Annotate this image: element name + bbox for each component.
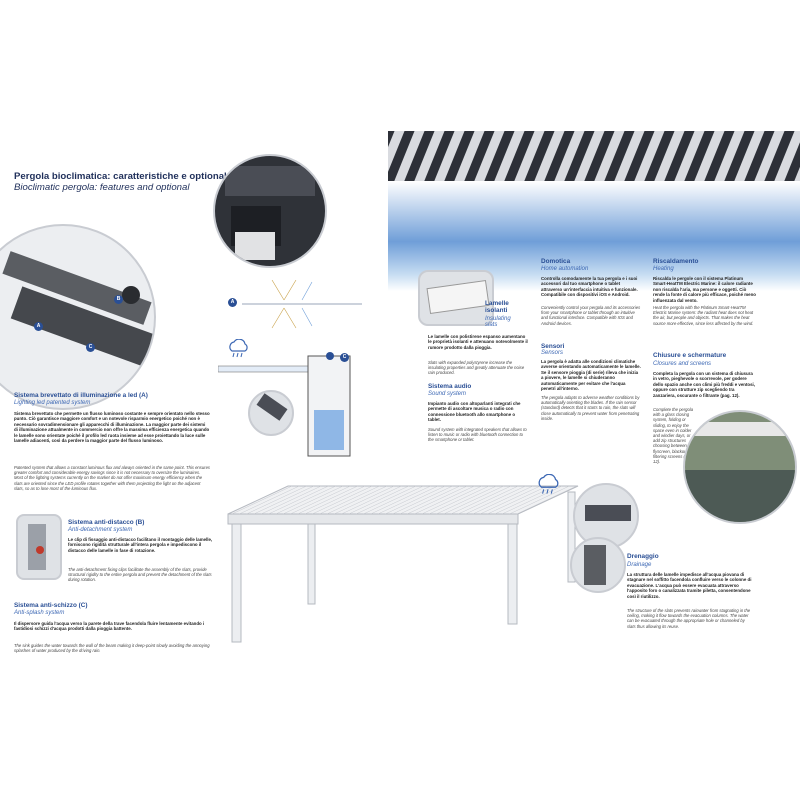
sensors-subtitle: Sensors: [541, 350, 564, 356]
pergola-slat-line: [231, 485, 293, 515]
page-title: Pergola bioclimatica: caratteristiche e …: [14, 171, 227, 182]
pergola-slat-line: [312, 485, 373, 515]
closures-text-en: Complete the pergola with a glass closin…: [653, 407, 695, 465]
pergola-slat-line: [377, 485, 439, 515]
pergola-slat-line: [480, 485, 541, 515]
domotics-text-it: Controlla comodamente la tua pergola e i…: [541, 276, 638, 298]
rain-cloud-icon-right: [538, 474, 559, 494]
audio-text-it: Impianto audio con altoparlanti integrat…: [428, 401, 521, 423]
anti-splash-text-en: The sink guides the water towards the wa…: [14, 643, 210, 654]
pergola-slat-line: [355, 485, 417, 515]
pergola-slat-line: [392, 485, 453, 515]
pergola-slat-line: [487, 485, 548, 515]
drainage-text-it: La struttura delle lamelle impedisce all…: [627, 572, 752, 599]
sensors-title: Sensori: [541, 343, 565, 350]
pergola-slat-line: [275, 485, 336, 515]
pergola-slat-line: [509, 485, 570, 515]
pergola-slat-line: [319, 485, 380, 515]
pergola-slat-line: [436, 485, 497, 515]
pergola-slat-line: [465, 485, 526, 515]
pergola-slat-line: [450, 485, 512, 515]
sensors-text-en: The pergola adapts to adverse weather co…: [541, 395, 640, 421]
light-distribution-diagram: [242, 280, 362, 329]
pergola-slat-line: [443, 485, 504, 515]
pergola-slat-line: [472, 485, 534, 515]
pergola-slat-line: [428, 485, 490, 515]
domotics-title: Domotica: [541, 258, 571, 265]
pergola-slat-line: [282, 485, 344, 515]
pergola-slat-line: [414, 485, 475, 515]
pergola-slat-line: [458, 485, 519, 515]
audio-title: Sistema audio: [428, 383, 472, 390]
domotics-subtitle: Home automation: [541, 266, 589, 272]
anti-detach-title: Sistema anti-distacco (B): [68, 519, 145, 526]
insulating-subtitle: Insulating slats: [485, 316, 511, 328]
pergola-slat-line: [363, 485, 424, 515]
anti-splash-title: Sistema anti-schizzo (C): [14, 602, 88, 609]
rain-cloud-icon: [229, 339, 248, 358]
badge-a: A: [34, 322, 43, 331]
insulating-text-it: Le lamelle con polistirene espanso aumen…: [428, 334, 528, 350]
audio-subtitle: Sound system: [428, 391, 467, 397]
badge-c-diagram: C: [340, 353, 349, 362]
pergola-slat-line: [326, 485, 388, 515]
domotics-text-en: Conveniently control your pergola and it…: [541, 305, 641, 326]
pergola-slat-line: [341, 485, 402, 515]
anti-detach-text-en: The anti-detachment fixing clips facilit…: [68, 567, 212, 583]
led-system-text-it: Sistema brevettato che permette un fluss…: [14, 411, 210, 444]
drainage-detail-image-bottom: [570, 537, 626, 593]
insulating-slat-image: [418, 270, 494, 326]
closures-subtitle: Closures and screens: [653, 361, 712, 367]
badge-b: B: [114, 295, 123, 304]
pergola-slat-line: [494, 485, 555, 515]
pergola-slat-line: [348, 485, 409, 515]
pergola-illustration: [227, 485, 579, 643]
pergola-slat-line: [290, 485, 351, 515]
badge-a-diagram: A: [228, 298, 237, 307]
heating-subtitle: Heating: [653, 266, 674, 272]
page-subtitle: Bioclimatic pergola: features and option…: [14, 182, 190, 193]
badge-c: C: [86, 343, 95, 352]
pergola-slat-line: [297, 485, 358, 515]
pergola-slat-line: [516, 485, 577, 515]
heating-text-en: Heat the pergola with the Platinum Smart…: [653, 305, 754, 326]
anti-detach-text-it: Le clip di fissaggio anti-distacco facil…: [68, 537, 213, 553]
sensors-text-it: La pergola è adatta alle condizioni clim…: [541, 359, 641, 392]
pergola-slat-line: [268, 485, 329, 515]
night-pergola-photo: [213, 154, 327, 268]
closures-title: Chiusure e schermature: [653, 352, 727, 359]
pergola-slat-line: [253, 485, 315, 515]
anti-detach-clip-image: [16, 514, 62, 580]
drainage-title: Drenaggio: [627, 553, 659, 560]
pergola-slat-line: [407, 485, 468, 515]
closures-text-it: Completa la pergola con un sistema di ch…: [653, 371, 755, 398]
closures-photo: [683, 410, 797, 524]
heating-title: Riscaldamento: [653, 258, 699, 265]
pergola-slat-line: [370, 485, 431, 515]
pergola-slat-line: [246, 485, 307, 515]
anti-splash-subtitle: Anti-splash system: [14, 610, 65, 616]
audio-text-en: Sound system with integrated speakers th…: [428, 427, 527, 443]
insulating-text-en: Slats with expanded polystyrene increase…: [428, 360, 525, 376]
pergola-slat-line: [304, 485, 366, 515]
roof-slats-photo: [388, 131, 800, 181]
pergola-slat-line: [334, 485, 395, 515]
led-system-title: Sistema brevettato di illuminazione a le…: [14, 392, 148, 399]
pergola-slat-line: [421, 485, 482, 515]
pergola-slat-line: [239, 485, 300, 515]
splash-detail-image: [248, 390, 294, 436]
led-system-subtitle: Lighting led patented system: [14, 400, 91, 406]
drainage-text-en: The structure of the slats prevents rain…: [627, 608, 751, 629]
pergola-slat-line: [399, 485, 461, 515]
anti-splash-diagram: [218, 352, 351, 457]
heating-text-it: Riscalda le pergole con il sistema Plati…: [653, 276, 756, 303]
pergola-slat-line: [261, 485, 322, 515]
insulating-title: Lamelle isolanti: [485, 300, 509, 314]
led-system-text-en: Patented system that allows a constant l…: [14, 465, 210, 491]
pergola-slat-line: [385, 485, 446, 515]
drainage-subtitle: Drainage: [627, 562, 652, 568]
anti-detach-subtitle: Anti-detachment system: [68, 527, 133, 533]
anti-splash-text-it: Il dispersore guida l'acqua verso la par…: [14, 621, 205, 632]
led-profile-detail-image: [0, 224, 156, 410]
